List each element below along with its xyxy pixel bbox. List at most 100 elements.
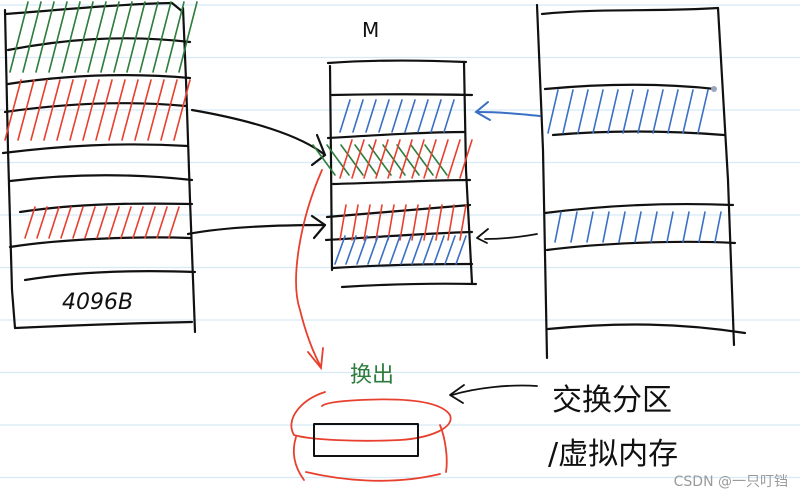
hatch-stroke bbox=[173, 79, 191, 141]
hatch-stroke bbox=[144, 206, 156, 239]
memory-row-line bbox=[331, 178, 472, 186]
hatch-stroke bbox=[400, 235, 412, 265]
hatch-stroke bbox=[126, 1, 146, 73]
hatch-stroke bbox=[134, 79, 152, 141]
hatch-stroke bbox=[121, 79, 139, 141]
hatch-stroke bbox=[326, 144, 350, 176]
arrowhead bbox=[476, 228, 489, 244]
hatch-stroke bbox=[634, 211, 642, 243]
pen-dot bbox=[711, 86, 717, 92]
hatch-stroke bbox=[375, 204, 383, 241]
left-row-line bbox=[3, 102, 188, 114]
hatch-stroke bbox=[435, 204, 443, 241]
hatch-stroke bbox=[422, 235, 434, 265]
hatch-stroke bbox=[178, 1, 198, 73]
swap-disk bbox=[290, 391, 452, 482]
memory-left-border bbox=[328, 64, 334, 272]
swap-out-label: 换出 bbox=[350, 363, 394, 388]
hatch-stroke bbox=[339, 99, 351, 133]
hatch-stroke bbox=[363, 139, 377, 179]
hatch-stroke bbox=[82, 79, 100, 141]
hatch-stroke bbox=[334, 235, 346, 265]
hatch-stroke bbox=[4, 79, 22, 141]
swap-area-arrow bbox=[451, 384, 538, 396]
left-row-line bbox=[18, 202, 194, 214]
left-row-line bbox=[6, 74, 192, 86]
hatch-stroke bbox=[120, 206, 132, 239]
hatch-stroke bbox=[577, 89, 589, 134]
hatch-stroke bbox=[435, 139, 449, 179]
right-column-top bbox=[540, 6, 720, 16]
hatch-stroke bbox=[652, 89, 664, 134]
hatch-stroke bbox=[444, 235, 456, 265]
hatch-stroke bbox=[48, 206, 60, 239]
page-size-label: 4096B bbox=[62, 290, 133, 315]
hatch-stroke bbox=[312, 144, 336, 176]
hatch-stroke bbox=[570, 211, 578, 243]
right-row-line bbox=[546, 323, 747, 335]
hatch-stroke bbox=[430, 99, 442, 133]
hatch-stroke bbox=[459, 204, 467, 241]
hatch-stroke bbox=[152, 1, 172, 73]
hatch-stroke bbox=[24, 206, 36, 239]
left-column-bottom bbox=[13, 320, 194, 330]
hatch-stroke bbox=[411, 139, 425, 179]
hatch-stroke bbox=[399, 139, 413, 179]
hatch-stroke bbox=[356, 235, 368, 265]
memory-bottom bbox=[340, 282, 478, 289]
hatch-stroke bbox=[682, 211, 690, 243]
hatch-stroke bbox=[547, 89, 559, 134]
arrowhead bbox=[310, 133, 327, 167]
disk-left-side bbox=[292, 436, 305, 481]
hatch-stroke bbox=[714, 211, 722, 243]
hatch-stroke bbox=[160, 79, 178, 141]
hatch-stroke bbox=[622, 89, 634, 134]
hatch-stroke bbox=[95, 79, 113, 141]
hatch-stroke bbox=[423, 204, 431, 241]
hatch-stroke bbox=[165, 1, 185, 73]
hatch-stroke bbox=[378, 99, 390, 133]
hatch-stroke bbox=[365, 99, 377, 133]
hatch-stroke bbox=[100, 1, 120, 73]
hatch-stroke bbox=[433, 235, 445, 265]
hatch-stroke bbox=[682, 89, 694, 134]
hatch-stroke bbox=[447, 139, 461, 179]
hatch-stroke bbox=[43, 79, 61, 141]
arrowhead bbox=[474, 101, 491, 121]
watermark: CSDN @一只叮铛 bbox=[673, 474, 788, 490]
arrow-right-to-memory-1 bbox=[477, 111, 541, 117]
memory-row-line bbox=[330, 93, 474, 97]
hatch-stroke bbox=[666, 211, 674, 243]
right-row-line bbox=[545, 240, 737, 252]
arrow-left-to-memory-2 bbox=[186, 223, 327, 236]
green-hatch-page bbox=[9, 1, 198, 73]
hatch-stroke bbox=[345, 235, 357, 265]
hatch-stroke bbox=[423, 139, 437, 179]
memory-top bbox=[326, 59, 468, 65]
hatch-stroke bbox=[391, 99, 403, 133]
hatch-stroke bbox=[340, 144, 364, 176]
blue-hatch-frame bbox=[339, 99, 455, 133]
disk-top-ellipse bbox=[290, 391, 452, 442]
right-row-line bbox=[543, 202, 735, 215]
hatch-stroke bbox=[61, 1, 81, 73]
hatch-stroke bbox=[108, 206, 120, 239]
right-address-space bbox=[535, 3, 747, 360]
hatch-stroke bbox=[411, 204, 419, 241]
blue-hatch-page bbox=[547, 89, 709, 134]
left-column-left-border bbox=[3, 8, 17, 330]
hatch-stroke bbox=[56, 79, 74, 141]
hatch-stroke bbox=[447, 204, 455, 241]
blue-hatch-page bbox=[554, 211, 722, 243]
hatch-stroke bbox=[84, 206, 96, 239]
hatch-stroke bbox=[35, 1, 55, 73]
hatch-stroke bbox=[352, 99, 364, 133]
swap-out-arrow bbox=[295, 169, 323, 366]
hatch-stroke bbox=[354, 144, 378, 176]
hatch-stroke bbox=[156, 206, 168, 239]
red-hatch-page bbox=[24, 206, 180, 239]
hatch-stroke bbox=[60, 206, 72, 239]
hatch-stroke bbox=[96, 206, 108, 239]
hatch-stroke bbox=[389, 235, 401, 265]
arrowhead bbox=[310, 214, 327, 240]
